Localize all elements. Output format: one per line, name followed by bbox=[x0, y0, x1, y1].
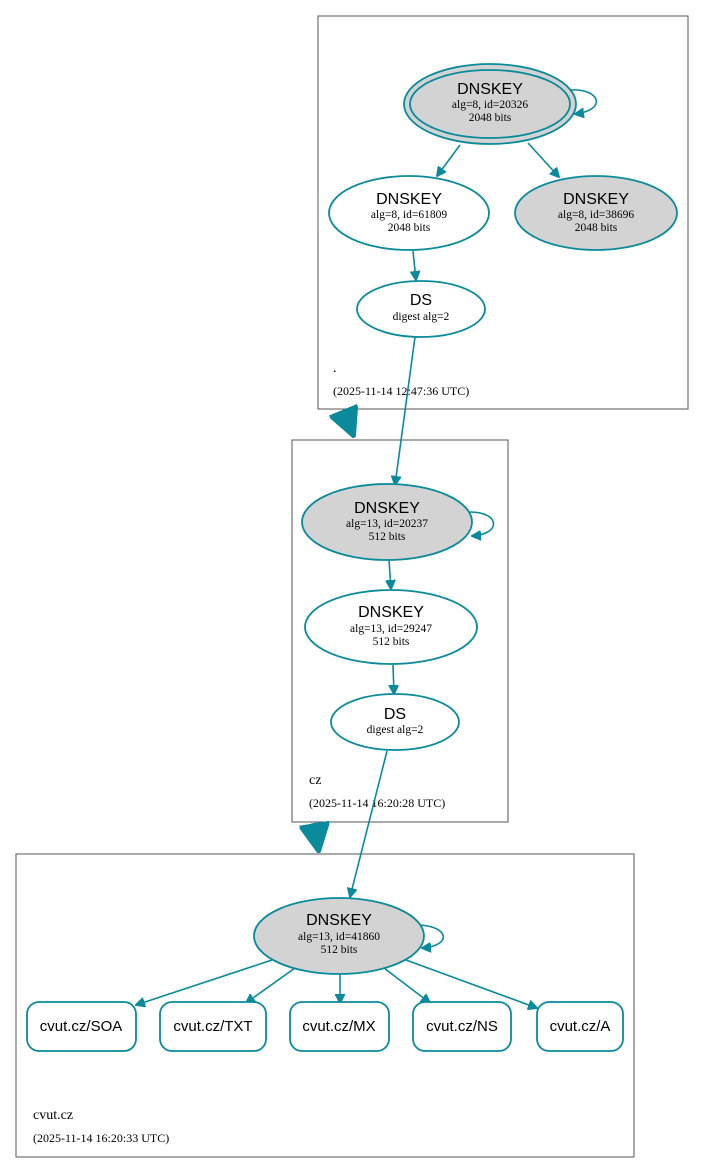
delegation-arrow-cz-cvut bbox=[314, 823, 318, 847]
node-cz-zsk-title: DNSKEY bbox=[358, 604, 424, 621]
edge-root-ksk-self bbox=[569, 89, 597, 114]
edge-cvut-key-soa bbox=[136, 959, 273, 1005]
rrset-txt-label: cvut.cz/TXT bbox=[173, 1018, 252, 1035]
rrset-mx-label: cvut.cz/MX bbox=[302, 1018, 375, 1035]
edge-cz-zsk-ds bbox=[393, 664, 394, 694]
node-cz-ksk: DNSKEY alg=13, id=20237 512 bits bbox=[301, 483, 473, 561]
rrset-mx: cvut.cz/MX bbox=[289, 1001, 390, 1052]
node-root-zsk2-line1: alg=8, id=38696 bbox=[558, 209, 634, 221]
node-root-ds-line1: digest alg=2 bbox=[393, 311, 450, 323]
edge-root-ksk-zsk1 bbox=[437, 144, 461, 176]
node-cvut-key-line1: alg=13, id=41860 bbox=[298, 931, 380, 943]
node-cz-zsk-line1: alg=13, id=29247 bbox=[350, 623, 432, 635]
zone-cz: cz (2025-11-14 16:20:28 UTC) bbox=[291, 439, 509, 823]
node-root-zsk1-title: DNSKEY bbox=[376, 191, 442, 208]
edge-cz-ds-cvut-key bbox=[350, 750, 388, 897]
node-root-zsk1-line2: 2048 bits bbox=[388, 222, 431, 234]
node-root-zsk1: DNSKEY alg=8, id=61809 2048 bits bbox=[328, 175, 490, 251]
rrset-soa-label: cvut.cz/SOA bbox=[40, 1018, 123, 1035]
edge-root-ksk-zsk2 bbox=[527, 142, 559, 177]
edge-cvut-key-txt bbox=[246, 967, 296, 1003]
edge-root-zsk1-ds bbox=[413, 250, 416, 280]
node-cz-ksk-line1: alg=13, id=20237 bbox=[346, 518, 428, 530]
node-root-ksk-line2: 2048 bits bbox=[469, 112, 512, 124]
node-cvut-key: DNSKEY alg=13, id=41860 512 bits bbox=[253, 897, 425, 975]
node-root-ds-title: DS bbox=[410, 292, 432, 309]
node-cz-ds-title: DS bbox=[384, 706, 406, 723]
zone-cz-timestamp: (2025-11-14 16:20:28 UTC) bbox=[309, 796, 445, 810]
node-cz-zsk-line2: 512 bits bbox=[373, 636, 410, 648]
node-root-zsk2-title: DNSKEY bbox=[563, 191, 629, 208]
zone-root: . (2025-11-14 12:47:36 UTC) bbox=[317, 15, 689, 410]
node-root-zsk1-line1: alg=8, id=61809 bbox=[371, 209, 447, 221]
node-root-zsk2-line2: 2048 bits bbox=[575, 222, 618, 234]
zone-root-name: . bbox=[333, 361, 337, 376]
node-root-ds: DS digest alg=2 bbox=[356, 280, 486, 338]
delegation-arrow-root-cz bbox=[343, 410, 352, 432]
node-cz-zsk: DNSKEY alg=13, id=29247 512 bits bbox=[304, 589, 478, 665]
edge-cvut-key-self bbox=[417, 924, 445, 948]
node-cvut-key-line2: 512 bits bbox=[321, 944, 358, 956]
rrset-a-label: cvut.cz/A bbox=[550, 1018, 611, 1035]
node-root-ksk: DNSKEY alg=8, id=20326 2048 bits bbox=[403, 63, 577, 145]
node-cvut-key-title: DNSKEY bbox=[306, 912, 372, 929]
node-cz-ds-line1: digest alg=2 bbox=[367, 724, 424, 736]
zone-cz-box bbox=[291, 439, 509, 823]
node-root-ksk-line1: alg=8, id=20326 bbox=[452, 99, 528, 111]
node-cz-ksk-line2: 512 bits bbox=[369, 531, 406, 543]
edge-cz-ksk-zsk bbox=[389, 559, 391, 589]
edge-root-ds-cz-ksk bbox=[395, 336, 416, 485]
node-root-ksk-title: DNSKEY bbox=[457, 81, 523, 98]
edge-cvut-key-ns bbox=[383, 967, 430, 1003]
zone-cvut-name: cvut.cz bbox=[33, 1108, 73, 1123]
rrset-txt: cvut.cz/TXT bbox=[159, 1001, 267, 1052]
node-cz-ksk-title: DNSKEY bbox=[354, 500, 420, 517]
zone-root-timestamp: (2025-11-14 12:47:36 UTC) bbox=[333, 384, 469, 398]
node-root-zsk2: DNSKEY alg=8, id=38696 2048 bits bbox=[514, 175, 678, 251]
rrset-ns-label: cvut.cz/NS bbox=[426, 1018, 498, 1035]
rrset-ns: cvut.cz/NS bbox=[412, 1001, 512, 1052]
node-cz-ds: DS digest alg=2 bbox=[330, 693, 460, 751]
zone-cvut-timestamp: (2025-11-14 16:20:33 UTC) bbox=[33, 1131, 169, 1145]
zone-cz-name: cz bbox=[309, 773, 321, 788]
rrset-soa: cvut.cz/SOA bbox=[26, 1001, 137, 1052]
edge-cz-ksk-self bbox=[469, 511, 495, 536]
rrset-a: cvut.cz/A bbox=[536, 1001, 624, 1052]
edge-cvut-key-a bbox=[405, 959, 537, 1008]
zone-root-box bbox=[317, 15, 689, 410]
